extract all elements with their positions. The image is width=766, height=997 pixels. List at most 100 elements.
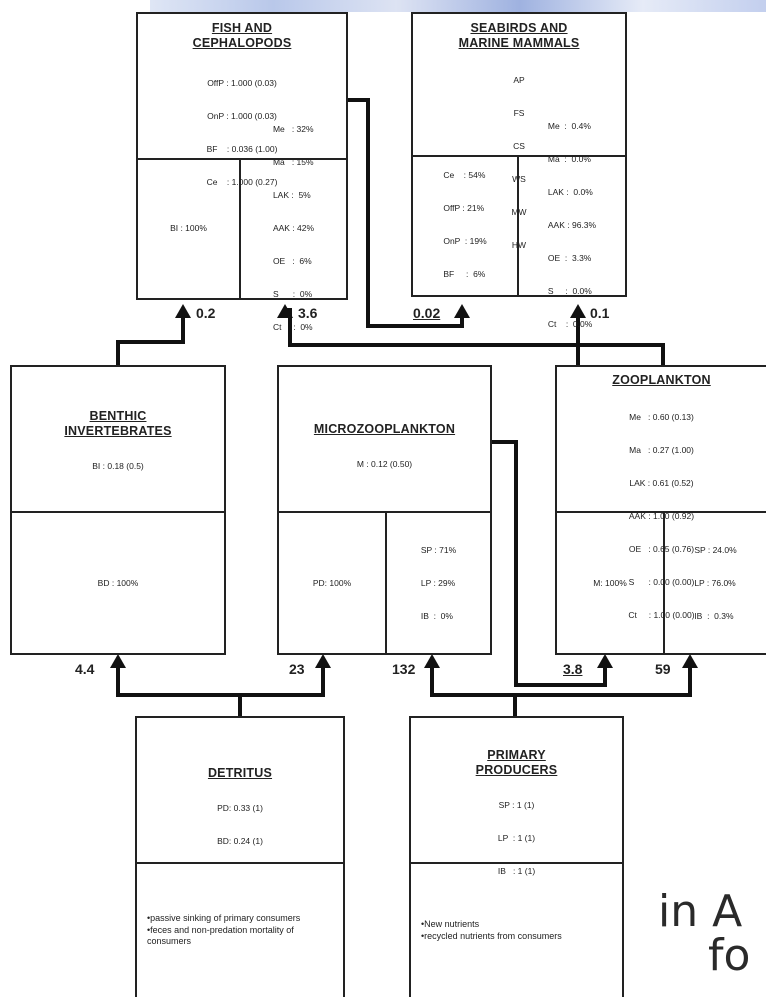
detritus-param: PD: 0.33 (1) [217, 803, 263, 813]
seabirds-diet-left: Ce : 54% OffP : 21% OnP : 19% BF : 6% [413, 155, 519, 295]
fish-diet-bi: BI : 100% [170, 222, 207, 233]
primary-param: SP : 1 (1) [498, 800, 535, 810]
arrowhead-micro-right [424, 654, 440, 668]
overlay-text-line2: fo [708, 930, 751, 981]
seabirds-diet-item: LAK : 0.0% [547, 186, 593, 197]
seabirds-diet-item: AAK : 96.3% [547, 219, 597, 230]
zoo-header: ZOOPLANKTON Me : 0.60 (0.13) Ma : 0.27 (… [557, 367, 766, 620]
seabirds-diet-item: S : 0.0% [547, 285, 592, 296]
zoo-param: S : 0.00 (0.00) [628, 577, 695, 587]
zoo-diet-item: IB : 0.3% [694, 610, 734, 621]
zoo-params: Me : 0.60 (0.13) Ma : 0.27 (1.00) LAK : … [557, 390, 766, 643]
detritus-title: DETRITUS [207, 766, 273, 780]
flow-label-zoo-right: 59 [655, 661, 671, 677]
primary-header: PRIMARY PRODUCERS SP : 1 (1) LP : 1 (1) … [411, 718, 622, 876]
seabirds-diet-item: OE : 3.3% [547, 252, 592, 263]
micro-diet-item: IB : 0% [420, 610, 453, 621]
flow-fish-to-seabirds [347, 98, 464, 328]
zoo-diet-item: LP : 76.0% [694, 577, 736, 588]
fish-diet-item: AAK : 42% [272, 222, 315, 233]
seabirds-diet-item: BF : 6% [443, 269, 486, 279]
seabirds-title: SEABIRDS AND MARINE MAMMALS [458, 21, 580, 50]
detritus-params: PD: 0.33 (1) BD: 0.24 (1) [137, 781, 343, 869]
zoo-param: Ma : 0.27 (1.00) [629, 445, 694, 455]
primary-param: IB : 1 (1) [497, 866, 536, 876]
arrowhead-fish-left [175, 304, 191, 318]
seabirds-diet-right: Me : 0.4% Ma : 0.0% LAK : 0.0% AAK : 96.… [519, 121, 625, 329]
micro-diet-item: LP : 29% [420, 577, 456, 588]
fish-params: OffP : 1.000 (0.03) OnP : 1.000 (0.03) B… [138, 56, 346, 210]
detritus-header: DETRITUS PD: 0.33 (1) BD: 0.24 (1) [137, 718, 343, 864]
zoo-diet-left: M: 100% [557, 513, 665, 653]
flow-label-zoo-left: 3.8 [563, 661, 583, 677]
benthic-param: BI : 0.18 (0.5) [92, 461, 144, 471]
flow-micro-to-zoo [492, 440, 607, 687]
zoo-diet-m: M: 100% [593, 577, 627, 588]
seabirds-diet-item: OnP : 19% [443, 236, 487, 246]
seabirds-diet-item: Ct : 0.0% [547, 318, 593, 329]
seabirds-mammals-box: SEABIRDS AND MARINE MAMMALS AP FS CS WS … [411, 12, 627, 329]
zoo-param: Ct : 1.00 (0.00) [628, 610, 695, 620]
primary-title: PRIMARY PRODUCERS [475, 748, 558, 777]
flow-label-benthic: 4.4 [75, 661, 95, 677]
fish-param: OnP : 1.000 (0.03) [207, 111, 277, 121]
flow-label-fish-left: 0.2 [196, 305, 216, 321]
zoo-param: Me : 0.60 (0.13) [629, 412, 694, 422]
primary-notes: •New nutrients •recycled nutrients from … [421, 919, 562, 941]
fish-header: FISH AND CEPHALOPODS OffP : 1.000 (0.03)… [138, 14, 346, 187]
arrowhead-zoo-left [597, 654, 613, 668]
zoo-diet-item: SP : 24.0% [694, 544, 737, 555]
arrowhead-zoo-right [682, 654, 698, 668]
micro-title: MICROZOOPLANKTON [313, 422, 456, 436]
overlay-text-line1: in A [658, 886, 743, 937]
primary-producers-box: PRIMARY PRODUCERS SP : 1 (1) LP : 1 (1) … [409, 716, 624, 997]
fish-diet-right: Me : 32% Ma : 15% LAK : 5% AAK : 42% OE … [241, 124, 346, 332]
benthic-invertebrates-box: BENTHIC INVERTEBRATES BI : 0.18 (0.5) BD… [10, 365, 226, 655]
fish-diet-item: OE : 6% [272, 255, 312, 266]
microzooplankton-box: MICROZOOPLANKTON M : 0.12 (0.50) PD: 100… [277, 365, 492, 655]
fish-param: Ce : 1.000 (0.27) [206, 177, 278, 187]
fish-param: OffP : 1.000 (0.03) [207, 78, 277, 88]
benthic-title: BENTHIC INVERTEBRATES [64, 409, 172, 438]
fish-diet-item: LAK : 5% [272, 189, 311, 200]
fish-diet-item: Me : 32% [272, 123, 314, 134]
fish-diet-item: Ma : 15% [272, 156, 314, 167]
detritus-notes: •passive sinking of primary consumers •f… [147, 913, 301, 947]
zoo-diet-right: SP : 24.0% LP : 76.0% IB : 0.3% [665, 513, 766, 653]
flow-label-micro-left: 23 [289, 661, 305, 677]
seabirds-diet-item: Ma : 0.0% [547, 153, 591, 164]
flow-label-seabirds-left: 0.02 [413, 305, 441, 321]
micro-params: M : 0.12 (0.50) [279, 437, 490, 492]
flow-primary-split [430, 667, 692, 716]
flow-label-fish-right: 3.6 [298, 305, 318, 321]
fish-diet-item: S : 0% [272, 288, 313, 299]
fish-cephalopods-box: FISH AND CEPHALOPODS OffP : 1.000 (0.03)… [136, 12, 348, 332]
micro-diet-pd: PD: 100% [312, 577, 352, 588]
primary-param: LP : 1 (1) [497, 833, 536, 843]
arrowhead-seabirds-left [454, 304, 470, 318]
seabirds-param: FS [513, 108, 525, 118]
zoo-param: LAK : 0.61 (0.52) [629, 478, 694, 488]
flow-label-micro-right: 132 [392, 661, 416, 677]
primary-params: SP : 1 (1) LP : 1 (1) IB : 1 (1) [411, 778, 622, 899]
detritus-param: BD: 0.24 (1) [217, 836, 263, 846]
zoo-param: AAK : 1.00 (0.92) [628, 511, 695, 521]
flow-label-seabirds-right: 0.1 [590, 305, 610, 321]
background-image-strip [150, 0, 766, 12]
benthic-params: BI : 0.18 (0.5) [12, 439, 224, 494]
zooplankton-box: ZOOPLANKTON Me : 0.60 (0.13) Ma : 0.27 (… [555, 365, 766, 655]
seabirds-diet-item: Ce : 54% [443, 170, 486, 180]
arrowhead-benthic [110, 654, 126, 668]
flow-benthic-to-fish [116, 314, 185, 365]
detritus-box: DETRITUS PD: 0.33 (1) BD: 0.24 (1) •pass… [135, 716, 345, 997]
arrowhead-micro-left [315, 654, 331, 668]
flow-detritus-split [116, 665, 325, 716]
benthic-diet-bd: BD : 100% [97, 577, 139, 588]
detritus-notes-cell: •passive sinking of primary consumers •f… [137, 864, 343, 997]
arrowhead-seabirds-right [570, 304, 586, 318]
fish-diet-item: Ct : 0% [272, 321, 313, 332]
micro-param: M : 0.12 (0.50) [356, 459, 413, 469]
primary-notes-cell: •New nutrients •recycled nutrients from … [411, 864, 622, 997]
micro-diet-item: SP : 71% [420, 544, 457, 555]
